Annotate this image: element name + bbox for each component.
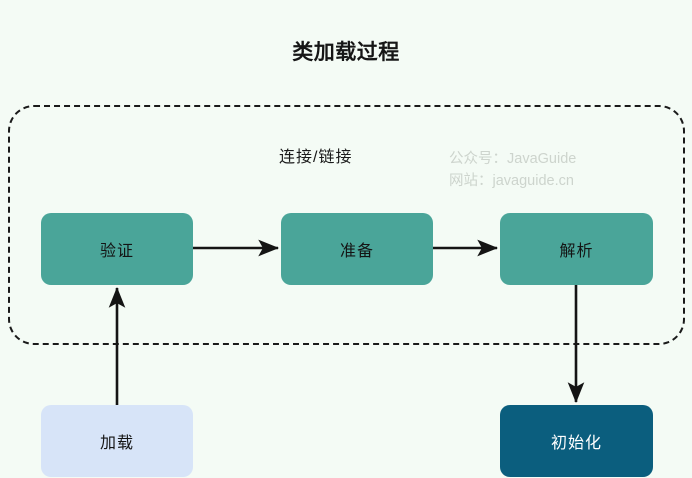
watermark: 公众号：JavaGuide 网站：javaguide.cn	[449, 148, 576, 192]
node-label: 加载	[99, 435, 134, 452]
page-title: 类加载过程	[292, 41, 400, 64]
node-chushihua[interactable]: 初始化	[500, 405, 653, 477]
group-label-connection: 连接/链接	[279, 149, 353, 166]
node-label: 解析	[559, 243, 594, 260]
node-jiazai[interactable]: 加载	[41, 405, 193, 477]
watermark-line-2: 网站：javaguide.cn	[449, 173, 574, 189]
watermark-line-1: 公众号：JavaGuide	[449, 151, 577, 167]
node-zhunbei[interactable]: 准备	[281, 213, 433, 285]
node-yanzheng[interactable]: 验证	[41, 213, 193, 285]
node-label: 验证	[99, 243, 134, 260]
node-jiexi[interactable]: 解析	[500, 213, 653, 285]
node-label: 准备	[339, 243, 374, 260]
node-label: 初始化	[550, 435, 602, 452]
connection-phase-group	[8, 105, 685, 345]
